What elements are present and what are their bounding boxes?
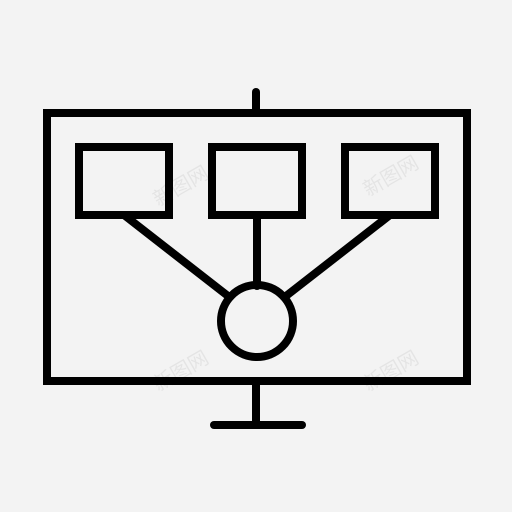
flow-hub-circle xyxy=(217,281,297,361)
flow-box-center xyxy=(208,143,306,219)
connector-left xyxy=(120,211,232,300)
connector-right xyxy=(282,211,394,300)
